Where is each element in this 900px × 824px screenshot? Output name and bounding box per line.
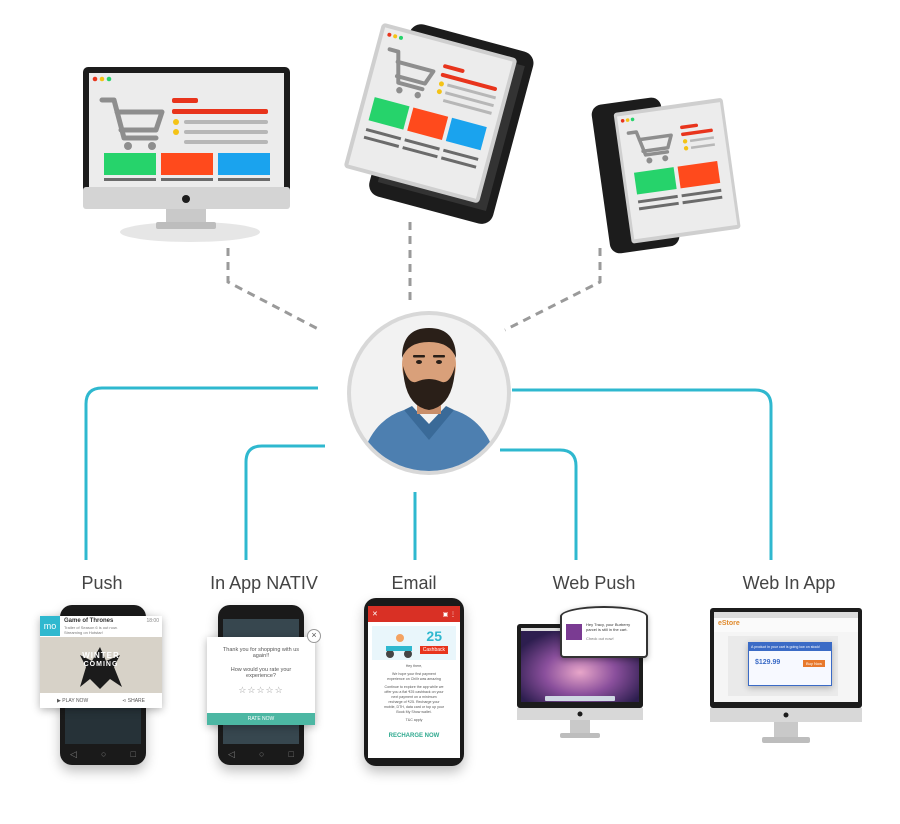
email-body-1: We hope your first payment: [392, 672, 436, 676]
dialog-close-icon[interactable]: ×: [307, 629, 321, 643]
poster-text-1: WINTER: [82, 651, 120, 660]
wolf-sigil-icon: [80, 647, 122, 689]
share-icon: ⋖: [122, 697, 128, 704]
email-greeting: Hey there,: [405, 664, 423, 668]
cart-icon: [387, 47, 436, 92]
hero-number: 25: [426, 628, 442, 644]
question-line-2: experience?: [246, 673, 276, 679]
webpush-logo-icon: [566, 624, 582, 640]
recharge-now-button[interactable]: RECHARGE NOW: [388, 733, 440, 739]
email-hero: 25 Cashback: [372, 626, 456, 660]
app-badge: mo: [40, 616, 60, 636]
push-line-2: Streaming on Hotstar!: [64, 630, 103, 635]
webpush-line-3: Check out now!: [586, 636, 614, 641]
email-tc: T&C apply: [405, 718, 423, 722]
email-body-3: Continue to explore the app while we: [384, 685, 444, 689]
dashed-line-desktop: [226, 248, 321, 332]
rate-now-button[interactable]: RATE NOW: [207, 713, 315, 725]
webpush-notification: Hey Tracy, your Burberry parcel is still…: [560, 606, 648, 658]
email-phone: ✕ ▣ ⋮ 25 Cashback Hey there, We hope you…: [364, 598, 464, 766]
connector-push: [84, 386, 318, 560]
email-body-8: Book My Show wallet.: [396, 710, 432, 714]
inapp-rating-dialog: × Thank you for shopping with us again!!…: [207, 629, 321, 725]
connector-webpush: [500, 448, 578, 560]
question-line-1: How would you rate your: [230, 667, 292, 673]
email-body-7: mobile, DTH, data card or top up your: [383, 705, 445, 709]
home-icon: ○: [259, 749, 265, 759]
channel-label-webpush: Web Push: [552, 573, 636, 593]
home-icon: ○: [101, 749, 107, 759]
menu-icon[interactable]: ✕: [372, 611, 378, 618]
push-title: Game of Thrones: [64, 618, 114, 624]
hero-sub: Cashback: [419, 646, 448, 654]
webpush-line-1: Hey Tracy, your Burberry: [586, 622, 631, 627]
channel-label-inapp: In App NATIV: [210, 573, 318, 593]
popup-buy-button[interactable]: Buy Now: [802, 660, 825, 667]
push-line-1: Trailer of Season 6 is out now.: [64, 625, 118, 630]
email-app-bar: ✕ ▣ ⋮: [368, 606, 460, 622]
back-icon: ◁: [70, 749, 77, 759]
webinapp-popup: A product in your cart is going low on s…: [748, 642, 832, 686]
webpush-line-2: parcel is still in the cart.: [586, 627, 628, 632]
dashed-line-phone: [504, 248, 602, 332]
rating-stars[interactable]: ☆☆☆☆☆: [238, 685, 284, 695]
cart-icon: [626, 130, 673, 157]
webinapp-logo: eStore: [718, 620, 740, 627]
push-share-action[interactable]: ⋖ SHARE: [122, 697, 145, 704]
play-icon: ▶: [57, 697, 63, 704]
back-icon: ◁: [228, 749, 235, 759]
desktop-monitor-illustration: [83, 67, 290, 242]
thanks-line-2: again!!: [252, 653, 270, 659]
scooter-illustration: [386, 634, 412, 658]
avatar: [347, 311, 511, 475]
connector-webinapp: [512, 388, 773, 560]
email-body-5: next payment on a minimum: [391, 695, 437, 699]
popup-headline: A product in your cart is going low on s…: [749, 643, 831, 651]
connector-inapp: [244, 444, 325, 560]
push-poster: WINTER COMING: [40, 637, 162, 693]
email-actions-icon[interactable]: ▣ ⋮: [442, 611, 456, 618]
recent-icon: □: [288, 749, 294, 759]
push-play-action[interactable]: ▶ PLAY NOW: [57, 697, 89, 704]
poster-text-2: COMING: [83, 661, 119, 668]
recent-icon: □: [130, 749, 136, 759]
push-time: 18:00: [146, 618, 159, 624]
phone-illustration: [591, 97, 741, 254]
email-body-4: offer you a flat ₹25 cashback on your: [384, 690, 444, 694]
channel-label-email: Email: [391, 573, 437, 593]
tablet-illustration: [344, 23, 534, 224]
popup-price: $129.99: [755, 659, 781, 666]
channel-label-webinapp: Web In App: [742, 573, 836, 593]
email-body-6: recharge of ₹25. Recharge your: [388, 700, 440, 704]
channel-label-push: Push: [81, 573, 123, 593]
email-body-2: experience on Chillr was amazing: [387, 677, 441, 681]
thanks-line-1: Thank you for shopping with us: [222, 647, 300, 653]
cart-icon: [99, 97, 165, 141]
push-notification-card: mo Game of Thrones 18:00 Trailer of Seas…: [40, 616, 162, 708]
